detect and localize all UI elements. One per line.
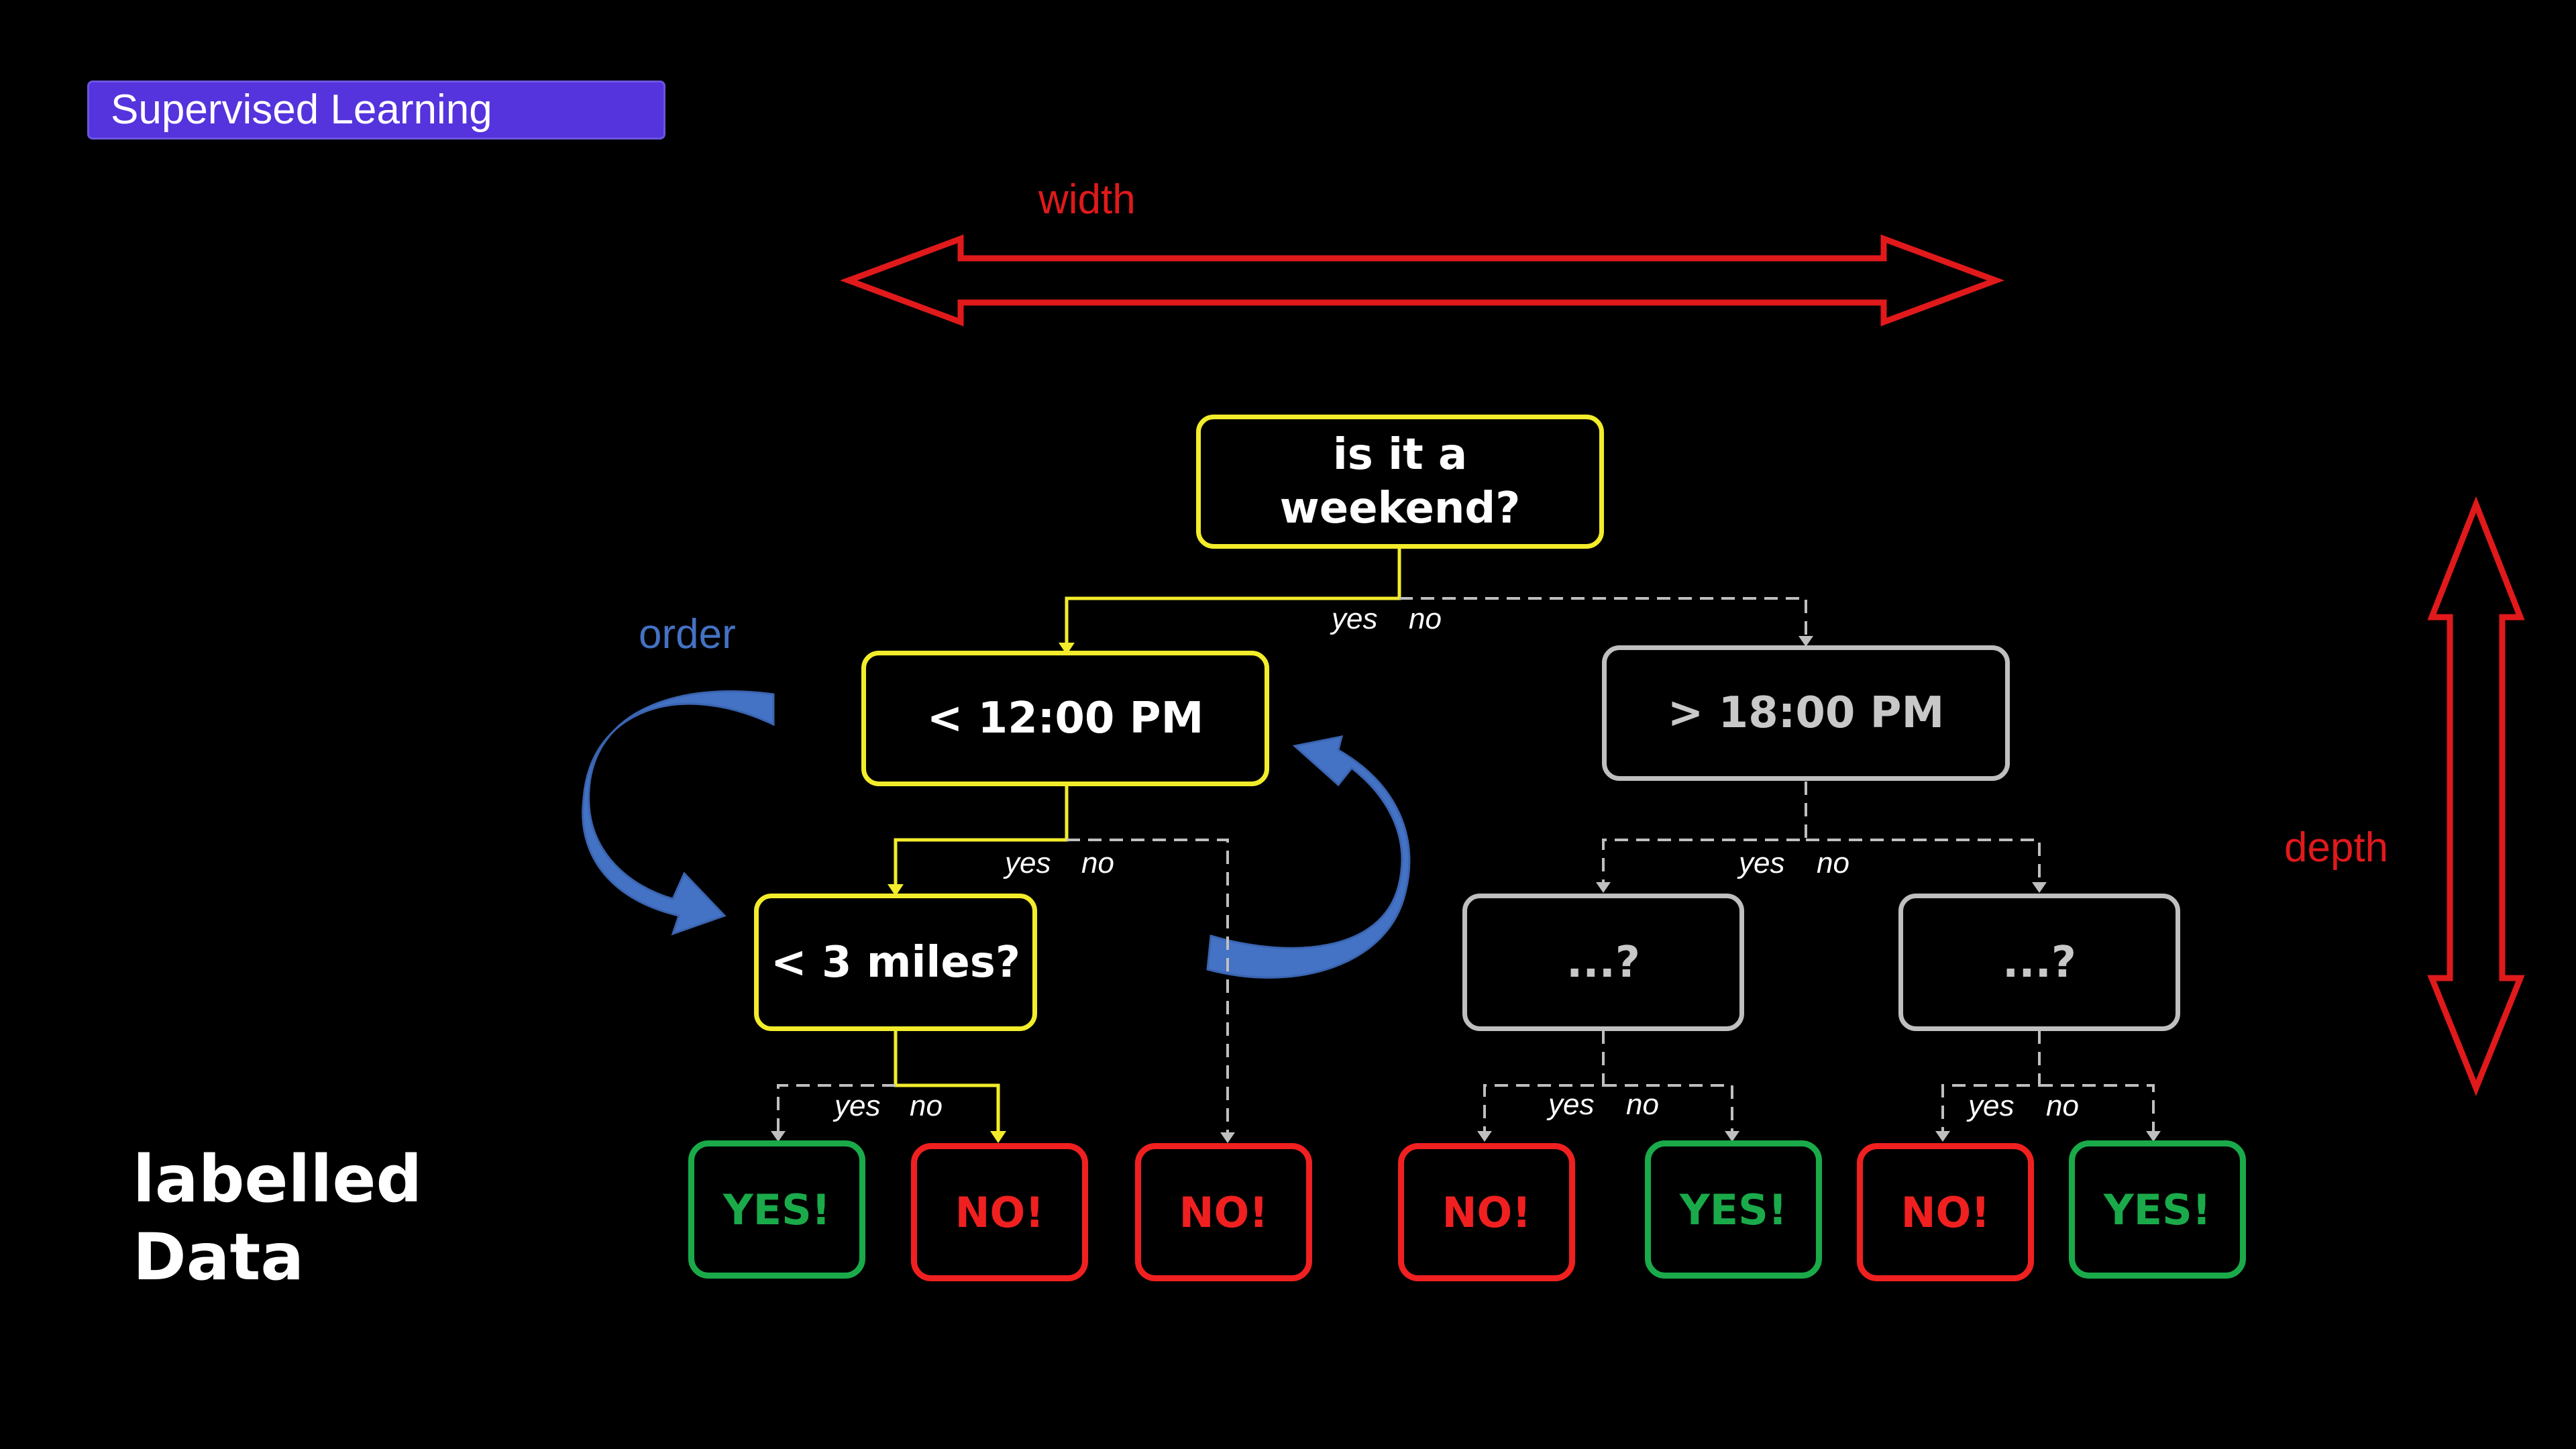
branch-no-label: no [1081,847,1114,879]
leaf-no: NO! [1857,1143,2034,1281]
leaf-yes: YES! [688,1140,865,1279]
labelled-data-caption: labelled Data [133,1140,422,1296]
depth-arrow [2427,496,2525,1097]
leaf-no: NO! [911,1143,1088,1281]
caption-line-2: Data [133,1220,305,1295]
after-six-node: > 18:00 PM [1602,645,2010,781]
branch-no-label: no [1817,847,1849,879]
root-question-line-2: weekend? [1279,484,1521,533]
width-label: width [1038,176,1136,223]
leaf-no: NO! [1398,1143,1575,1281]
section-badge: Supervised Learning [87,80,665,140]
branch-no-label: no [910,1089,943,1122]
branch-yes-label: yes [1548,1088,1595,1121]
depth-label: depth [2284,824,2389,871]
order-label: order [639,611,736,657]
branch-yes-label: yes [1739,847,1785,879]
leaf-no: NO! [1135,1143,1312,1281]
before-noon-node: < 12:00 PM [861,651,1269,786]
width-arrow [840,234,2004,327]
branch-yes-label: yes [1968,1089,2015,1122]
branch-no-label: no [1409,602,1442,635]
branch-no-label: no [2046,1089,2079,1122]
branch-no-label: no [1626,1088,1659,1121]
caption-line-1: labelled [133,1142,423,1217]
connectors [771,549,2161,1143]
branch-yes-label: yes [1332,602,1378,635]
unknown-node-1: ...? [1462,894,1744,1031]
unknown-node-2: ...? [1898,894,2180,1031]
leaf-yes: YES! [1645,1140,1822,1279]
root-question-node: is it a weekend? [1196,415,1604,549]
order-arrow-right [1206,735,1411,979]
order-arrow-left [582,690,775,936]
distance-node: < 3 miles? [754,894,1037,1031]
branch-yes-label: yes [1005,847,1051,879]
root-question-line-1: is it a [1332,430,1468,480]
branch-yes-label: yes [835,1089,881,1122]
leaf-yes: YES! [2069,1140,2246,1279]
